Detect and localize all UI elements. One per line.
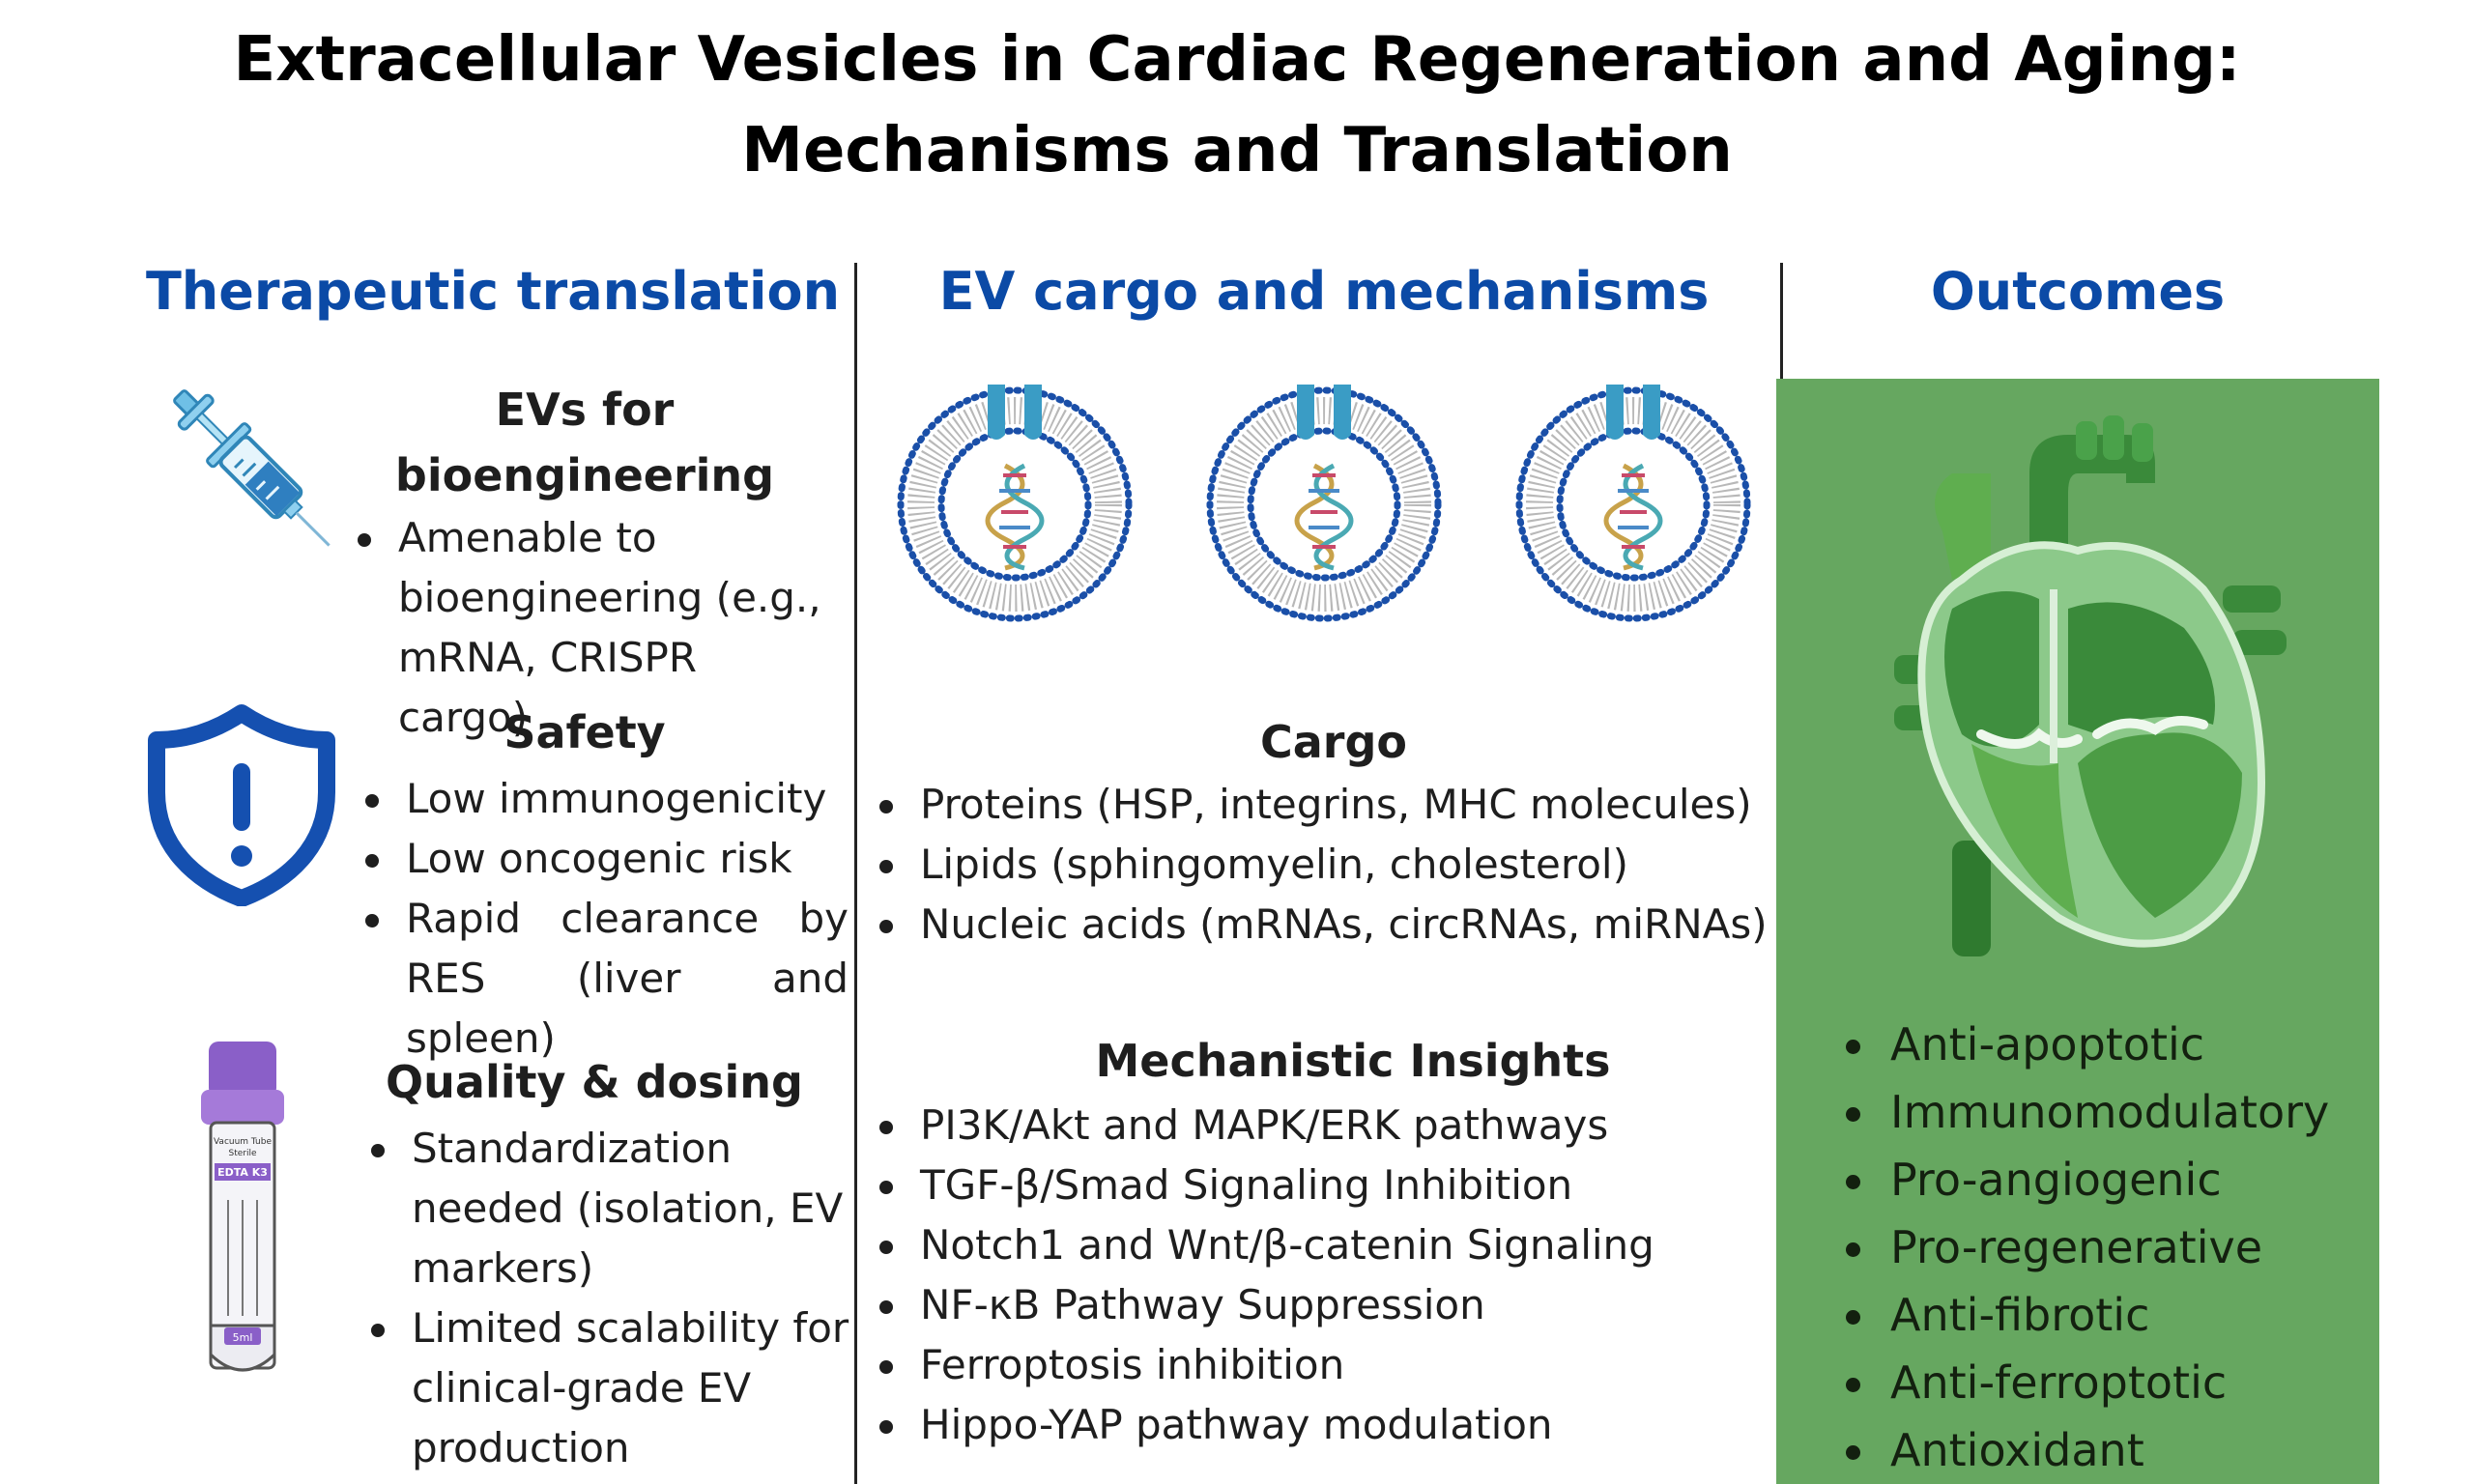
bioengineering-list: Amenable to bioengineering (e.g., mRNA, … xyxy=(354,508,837,748)
tube-brand-line1: Vacuum Tube xyxy=(214,1137,273,1147)
page-title-line2: Mechanisms and Translation xyxy=(741,115,1733,186)
safety-list: Low immunogenicity Low oncogenic risk Ra… xyxy=(361,769,849,1069)
quality-list: Standardization needed (isolation, EV ma… xyxy=(367,1119,850,1478)
list-item: Amenable to bioengineering (e.g., mRNA, … xyxy=(354,508,837,748)
list-item: Anti-apoptotic xyxy=(1842,1011,2383,1078)
shield-warning-icon xyxy=(148,704,335,906)
tube-brand-line2: Sterile xyxy=(228,1149,256,1158)
list-item: Hippo-YAP pathway modulation xyxy=(876,1395,1774,1455)
column-divider-left xyxy=(854,263,857,1484)
list-item: Rapid clearance by RES (liver and spleen… xyxy=(361,889,849,1069)
heart-anatomy-icon xyxy=(1894,415,2287,956)
tube-volume: 5ml xyxy=(233,1331,253,1344)
outcomes-list: Anti-apoptotic Immunomodulatory Pro-angi… xyxy=(1842,1011,2383,1484)
extracellular-vesicle-icon xyxy=(1210,385,1438,618)
list-item: Lipids (sphingomyelin, cholesterol) xyxy=(876,835,1774,895)
heading-outcomes: Outcomes xyxy=(1930,261,2226,322)
list-item: Low oncogenic risk xyxy=(361,829,849,889)
vesicle-row xyxy=(870,369,1769,640)
list-item: TGF-β/Smad Signaling Inhibition xyxy=(876,1156,1774,1215)
list-item: Low immunogenicity xyxy=(361,769,849,829)
list-item: Pro-angiogenic xyxy=(1842,1146,2383,1213)
list-item: Anti-ferroptotic xyxy=(1842,1349,2383,1416)
cargo-title: Cargo xyxy=(1259,716,1407,768)
page-title-line1: Extracellular Vesicles in Cardiac Regene… xyxy=(233,24,2241,96)
mechanisms-title: Mechanistic Insights xyxy=(1095,1035,1611,1087)
list-item: Anti-fibrotic xyxy=(1842,1281,2383,1349)
bioengineering-title-line2: bioengineering xyxy=(394,449,775,501)
heading-ev-cargo-mechanisms: EV cargo and mechanisms xyxy=(938,261,1710,322)
list-item: Notch1 and Wnt/β-catenin Signaling xyxy=(876,1215,1774,1275)
list-item: Standardization needed (isolation, EV ma… xyxy=(367,1119,850,1298)
cargo-list: Proteins (HSP, integrins, MHC molecules)… xyxy=(876,775,1774,955)
quality-title: Quality & dosing xyxy=(386,1056,803,1108)
list-item: Nucleic acids (mRNAs, circRNAs, miRNAs) xyxy=(876,895,1774,955)
list-item: Proteins (HSP, integrins, MHC molecules) xyxy=(876,775,1774,835)
list-item: PI3K/Akt and MAPK/ERK pathways xyxy=(876,1096,1774,1156)
list-item: NF-κB Pathway Suppression xyxy=(876,1275,1774,1335)
list-item: Pro-regenerative xyxy=(1842,1213,2383,1281)
mechanisms-list: PI3K/Akt and MAPK/ERK pathways TGF-β/Sma… xyxy=(876,1096,1774,1455)
heading-therapeutic-translation: Therapeutic translation xyxy=(145,261,841,322)
extracellular-vesicle-icon xyxy=(901,385,1129,618)
safety-title: Safety xyxy=(503,706,666,758)
list-item: Limited scalability for clinical-grade E… xyxy=(367,1298,850,1478)
list-item: Immunomodulatory xyxy=(1842,1078,2383,1146)
extracellular-vesicle-icon xyxy=(1519,385,1747,618)
list-item: Antioxidant xyxy=(1842,1416,2383,1484)
list-item: Ferroptosis inhibition xyxy=(876,1335,1774,1395)
tube-label: EDTA K3 xyxy=(217,1166,268,1179)
syringe-icon xyxy=(173,389,331,547)
bioengineering-title-line1: EVs for xyxy=(495,384,675,436)
blood-tube-icon: Vacuum Tube Sterile EDTA K3 5ml xyxy=(201,1042,284,1372)
